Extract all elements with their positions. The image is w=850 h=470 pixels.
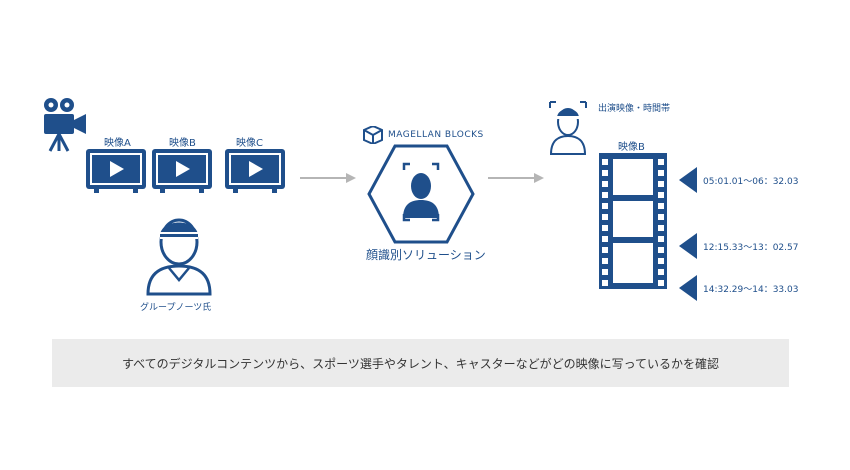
tv-video-b-icon xyxy=(152,149,212,193)
face-recognition-hexagon-icon xyxy=(367,144,475,244)
result-video-label: 映像B xyxy=(618,142,645,153)
pointer-triangle-icon xyxy=(679,275,697,301)
tv-video-a-icon xyxy=(86,149,146,193)
caption-banner: すべてのデジタルコンテンツから、スポーツ選手やタレント、キャスターなどがどの映像… xyxy=(52,339,789,387)
person-icon xyxy=(146,218,212,296)
timecode-1: 05:01.01〜06：32.03 xyxy=(703,177,799,187)
person-label: グループノーツ氏 xyxy=(140,303,212,313)
detected-person-icon xyxy=(549,101,587,155)
magellan-blocks-logo-icon xyxy=(363,126,383,144)
caption-text: すべてのデジタルコンテンツから、スポーツ選手やタレント、キャスターなどがどの映像… xyxy=(121,356,720,371)
pointer-triangle-icon xyxy=(679,233,697,259)
video-b-label: 映像B xyxy=(169,138,196,149)
pointer-triangle-icon xyxy=(679,167,697,193)
video-c-label: 映像C xyxy=(236,138,263,149)
brand-name: MAGELLAN BLOCKS xyxy=(388,130,484,140)
film-strip-icon xyxy=(599,153,667,289)
arrow-right-icon xyxy=(300,173,356,183)
result-header: 出演映像・時間帯 xyxy=(598,104,671,114)
timecode-2: 12:15.33〜13：02.57 xyxy=(703,243,799,253)
solution-name: 顔識別ソリューション xyxy=(366,248,486,262)
timecode-3: 14:32.29〜14：33.03 xyxy=(703,285,799,295)
tv-video-c-icon xyxy=(225,149,285,193)
video-camera-icon xyxy=(44,98,86,152)
arrow-right-icon xyxy=(488,173,544,183)
video-a-label: 映像A xyxy=(104,138,131,149)
